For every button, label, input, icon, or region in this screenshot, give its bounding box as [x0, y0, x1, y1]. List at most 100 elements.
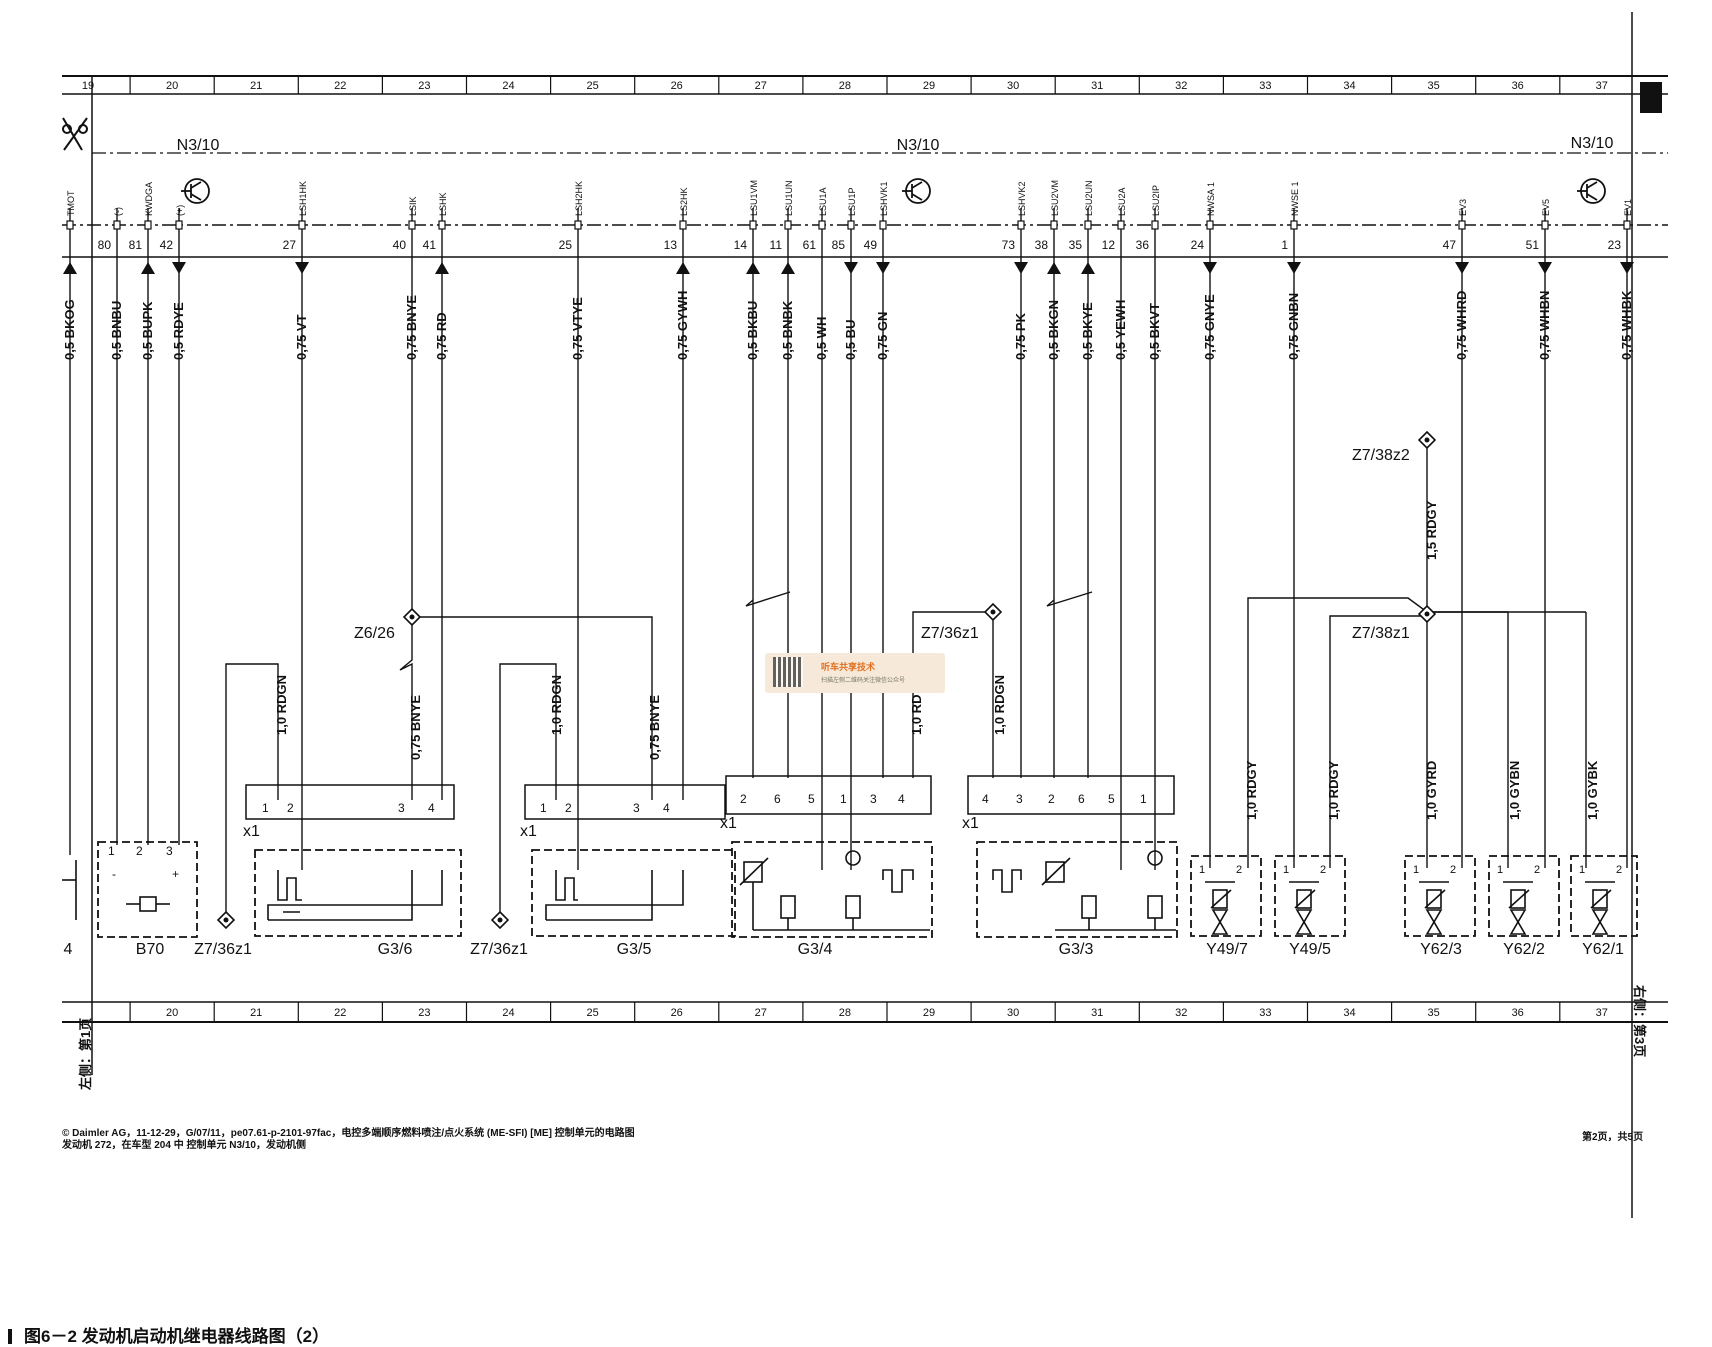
hall-sensor-icon — [139, 896, 157, 912]
component-y49-7 — [1190, 855, 1262, 937]
connector-pin-number: 6 — [774, 792, 781, 806]
component-label: Y62/2 — [1503, 941, 1545, 958]
component-label: G3/5 — [617, 941, 652, 958]
pin-number: 14 — [734, 238, 748, 252]
component-label: Y49/7 — [1206, 941, 1248, 958]
grid-bottom-number: 33 — [1259, 1007, 1271, 1019]
grid-bottom-number: 35 — [1427, 1007, 1439, 1019]
node-label: Z6/26 — [354, 625, 395, 642]
pin-number: 23 — [1608, 238, 1622, 252]
pin--: (+)420,5 RDYE — [160, 205, 186, 360]
wire-label: 0,75 PK — [1013, 312, 1028, 360]
resistor — [1081, 895, 1097, 919]
ground-symbol-icon — [902, 178, 931, 204]
valve-pin-number: 1 — [1413, 864, 1419, 876]
valve-pin-number: 1 — [1283, 864, 1289, 876]
pin--: (-)800,5 BNBU — [98, 207, 124, 360]
pin-number: 25 — [559, 238, 573, 252]
pin-number: 1 — [1281, 238, 1288, 252]
pin-signal: NWSA 1 — [1206, 182, 1216, 216]
solenoid-valve-icon — [1419, 881, 1449, 935]
ntc-sensor — [1045, 861, 1065, 883]
grid-top-number: 27 — [755, 80, 767, 92]
connector-pin-number: 2 — [740, 792, 747, 806]
connector-pin-number: 5 — [808, 792, 815, 806]
pin-signal: LSU1A — [818, 187, 828, 216]
grid-top-number: 36 — [1512, 80, 1524, 92]
grid-top-number: 20 — [166, 80, 178, 92]
component-y49-5 — [1274, 855, 1346, 937]
figure-caption-text: 图6－2 发动机启动机继电器线路图（2） — [24, 1327, 330, 1346]
grid-top-number: 26 — [671, 80, 683, 92]
connector-pin-number: 4 — [428, 801, 435, 815]
pin-number: 47 — [1443, 238, 1457, 252]
grid-top-number: 22 — [334, 80, 346, 92]
component-g35 — [531, 849, 736, 937]
grid-bottom-number: 20 — [166, 1007, 178, 1019]
valve-pin-number: 2 — [1320, 864, 1326, 876]
branch-wire-label: 1,0 GYRD — [1424, 761, 1439, 820]
grid-top-number: 19 — [82, 80, 94, 92]
connector-pin-number: 2 — [565, 801, 572, 815]
branch-wire-label: 1,0 RDGN — [274, 675, 289, 735]
wire-label: 0,5 YEWH — [1113, 300, 1128, 360]
grid-bottom-number: 22 — [334, 1007, 346, 1019]
valve-pin-number: 1 — [1579, 864, 1585, 876]
connector-pin-number: 6 — [1078, 792, 1085, 806]
wire-label: 0,5 BKYE — [1080, 302, 1095, 360]
branch-wire-label: 1,5 RDGY — [1424, 500, 1439, 560]
scissors-icon — [62, 117, 88, 151]
pin-nwse-1: NWSE 110,75 GNBN — [1281, 181, 1301, 360]
pin-signal: LSH1HK — [298, 181, 308, 216]
component-y62-2 — [1488, 855, 1560, 937]
wire-label: 0,75 WHBN — [1537, 291, 1552, 360]
grid-bottom-number: 27 — [755, 1007, 767, 1019]
wire-label: 0,75 WHBK — [1619, 290, 1634, 360]
node-label: Z7/36z1 — [921, 625, 979, 642]
pin-number: 13 — [664, 238, 678, 252]
component-label: G3/3 — [1059, 941, 1094, 958]
branch-wire-label: 1,0 RDGY — [1326, 760, 1341, 820]
grid-bottom-number: 25 — [586, 1007, 598, 1019]
wire-label: 0,75 GYWH — [675, 291, 690, 360]
branch-wire-label: 0,75 BNYE — [408, 695, 423, 760]
ground-symbols — [181, 178, 1606, 204]
branch-wire-label: 1,0 RDGN — [549, 675, 564, 735]
connector-label: x1 — [720, 815, 737, 832]
wire-label: 0,75 WHRD — [1454, 291, 1469, 360]
connector-label: x1 — [962, 815, 979, 832]
grid-bottom-number: 36 — [1512, 1007, 1524, 1019]
grid-bottom-number: 28 — [839, 1007, 851, 1019]
pin-signal: (+) — [175, 205, 185, 216]
grid-top-number: 35 — [1427, 80, 1439, 92]
ground-symbol-icon — [181, 178, 210, 204]
pin-number: 12 — [1102, 238, 1116, 252]
grid-top-number: 21 — [250, 80, 262, 92]
connector-pin-number: 3 — [166, 844, 173, 858]
pin-number: 80 — [98, 238, 112, 252]
component-label: Y62/1 — [1582, 941, 1624, 958]
grid-bottom-number: 30 — [1007, 1007, 1019, 1019]
component-y62-1 — [1570, 855, 1638, 937]
component-g34 — [731, 841, 933, 938]
component-label: Y49/5 — [1289, 941, 1331, 958]
solenoid-valve-icon — [1503, 881, 1533, 935]
connector-pin-number: 1 — [108, 844, 115, 858]
pin-signal: LSIK — [408, 196, 418, 216]
grid-top-number: 30 — [1007, 80, 1019, 92]
pin-signal: LSU2VM — [1050, 180, 1060, 216]
component-g36 — [254, 849, 462, 937]
component-g33 — [976, 841, 1178, 938]
wire-label: 0,5 WH — [814, 317, 829, 360]
branch-wire-label: 1,0 RD — [909, 695, 924, 735]
grid-bottom-number: 37 — [1596, 1007, 1608, 1019]
solenoid-valve-icon — [1205, 881, 1235, 935]
pin-number: 41 — [423, 238, 437, 252]
